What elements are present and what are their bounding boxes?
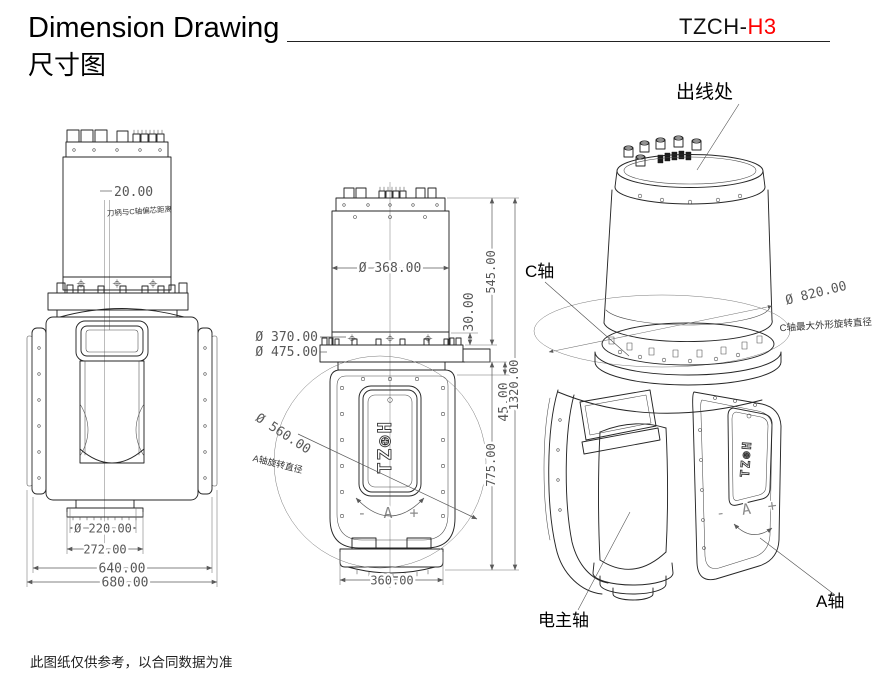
iso-top-connectors (623, 135, 702, 167)
front-view: 20.00 刀柄与C轴偏芯距离 Ø 220.00 272.00 640.00 6… (26, 129, 218, 593)
offset-note: 刀柄与C轴偏芯距离 (106, 203, 172, 218)
iso-spindle (579, 389, 674, 601)
iso-rotation-ellipse (533, 294, 791, 368)
brand-logo: TZ⊕H (374, 420, 396, 474)
c-rotation-note: C轴最大外形旋转直径 (779, 316, 872, 334)
iso-yoke-body (543, 389, 782, 595)
model-code: TZCH-H3 (679, 14, 777, 40)
side-view-yoke (329, 369, 456, 583)
iso-annotations: 出线处 C轴 Ø 820.00 C轴最大外形旋转直径 电主轴 A轴 (525, 81, 873, 630)
bolt-dots (37, 346, 207, 480)
a-axis-marking: - A + (357, 504, 422, 522)
dim-360: 360.00 (370, 574, 413, 588)
front-view-body (62, 141, 172, 291)
dim-dia-560: Ø 560.00 (253, 411, 314, 458)
c-axis-label: C轴 (525, 262, 554, 281)
front-view-top-connectors (66, 129, 165, 143)
iso-flange (594, 322, 782, 386)
dim-30: 30.00 (462, 292, 477, 331)
disclaimer-note: 此图纸仅供参考，以合同数据为准 (30, 655, 233, 670)
dim-272: 272.00 (83, 543, 126, 557)
front-view-dimensions: 20.00 刀柄与C轴偏芯距离 Ø 220.00 272.00 640.00 6… (26, 185, 218, 593)
front-view-center-lines (104, 200, 110, 556)
side-view-flange (319, 337, 491, 371)
model-variant: H3 (747, 14, 777, 39)
page-title: Dimension Drawing (28, 12, 280, 44)
iso-logo-panel: TZ⊕H - A + (713, 407, 783, 535)
bolt-dots (340, 377, 445, 518)
model-prefix: TZCH- (679, 14, 748, 39)
dim-offset-20: 20.00 (114, 185, 153, 200)
dim-dia-220: Ø 220.00 (74, 522, 132, 536)
dim-775: 775.00 (484, 443, 498, 486)
page-title-zh: 尺寸图 (28, 50, 107, 80)
front-view-flange (47, 282, 189, 318)
dim-1320: 1320.00 (507, 360, 521, 411)
dim-545: 545.00 (484, 250, 498, 293)
spindle-label: 电主轴 (538, 611, 589, 630)
flange-studs (608, 335, 763, 364)
side-view-dimensions: Ø 368.00 Ø 370.00 Ø 475.00 30.00 45.00 5… (255, 197, 524, 590)
dim-680: 680.00 (102, 576, 149, 591)
a-axis-label: A轴 (816, 592, 844, 611)
iso-view: TZ⊕H - A + 出线处 C轴 Ø 820.00 C轴最大外形旋转直径 电主… (525, 81, 873, 630)
iso-brand-logo: TZ⊕H (738, 440, 755, 478)
a-rotation-note: A轴旋转直径 (252, 452, 304, 475)
iso-a-axis-marking: - A + (715, 496, 782, 523)
dim-dia-820: Ø 820.00 (784, 279, 848, 309)
dim-dia-370: Ø 370.00 (255, 330, 318, 345)
title-underline (287, 41, 830, 42)
dim-45: 45.00 (497, 382, 512, 421)
iso-c-axis-cylinder (603, 154, 773, 343)
dim-dia-475: Ø 475.00 (255, 345, 318, 360)
outlet-label: 出线处 (676, 81, 733, 103)
front-view-spindle (66, 320, 149, 521)
front-view-yoke (26, 308, 218, 501)
dim-640: 640.00 (99, 562, 146, 577)
dim-dia-368: Ø 368.00 (359, 261, 422, 276)
side-view-logo-panel: TZ⊕H - A + (355, 385, 425, 524)
side-view: TZ⊕H - A + Ø 560.00 A轴旋转直径 Ø 368.00 Ø 37… (252, 182, 524, 590)
